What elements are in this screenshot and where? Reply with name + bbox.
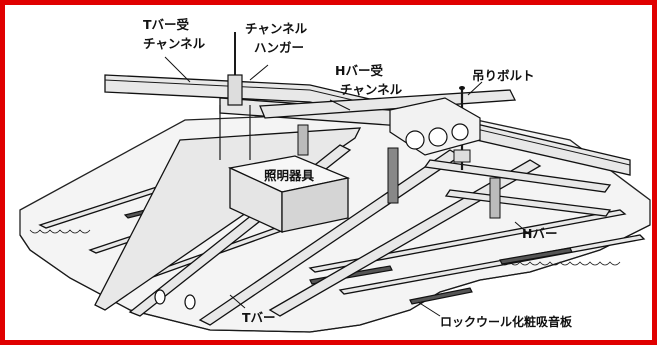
h-bar-channel-long bbox=[259, 89, 517, 119]
label-t-bar-channel-2: チャンネル bbox=[143, 36, 206, 51]
bar-end-pieces bbox=[154, 289, 196, 310]
label-h-bar-channel-1: Hバー受 bbox=[335, 63, 383, 78]
ceiling-structure-diagram: Tバー受 チャンネル チャンネル ハンガー Hバー受 チャンネル 吊りボルト 照… bbox=[19, 17, 651, 333]
t-bar-channel-flange bbox=[104, 79, 631, 166]
label-h-bar-channel-2: チャンネル bbox=[340, 82, 403, 97]
label-channel-hanger-1: チャンネル bbox=[245, 21, 308, 36]
label-rock-wool-board: ロックウール化粧吸音板 bbox=[440, 314, 573, 329]
t-bar-receiving-channel bbox=[104, 74, 631, 176]
label-h-bar: Hバー bbox=[522, 226, 557, 241]
label-channel-hanger-2: ハンガー bbox=[254, 40, 304, 55]
hanger-clips bbox=[297, 124, 501, 219]
label-lighting-fixture: 照明器具 bbox=[264, 168, 315, 183]
label-t-bar-channel-1: Tバー受 bbox=[143, 17, 190, 32]
channel-hanger bbox=[219, 32, 251, 160]
recessed-light-back bbox=[389, 97, 481, 156]
lighting-fixture-box bbox=[227, 155, 351, 234]
label-hanging-bolt: 吊りボルト bbox=[472, 68, 535, 83]
ceiling-board-edge bbox=[19, 224, 651, 333]
label-t-bar: Tバー bbox=[242, 310, 276, 325]
leader-lines bbox=[164, 56, 531, 317]
